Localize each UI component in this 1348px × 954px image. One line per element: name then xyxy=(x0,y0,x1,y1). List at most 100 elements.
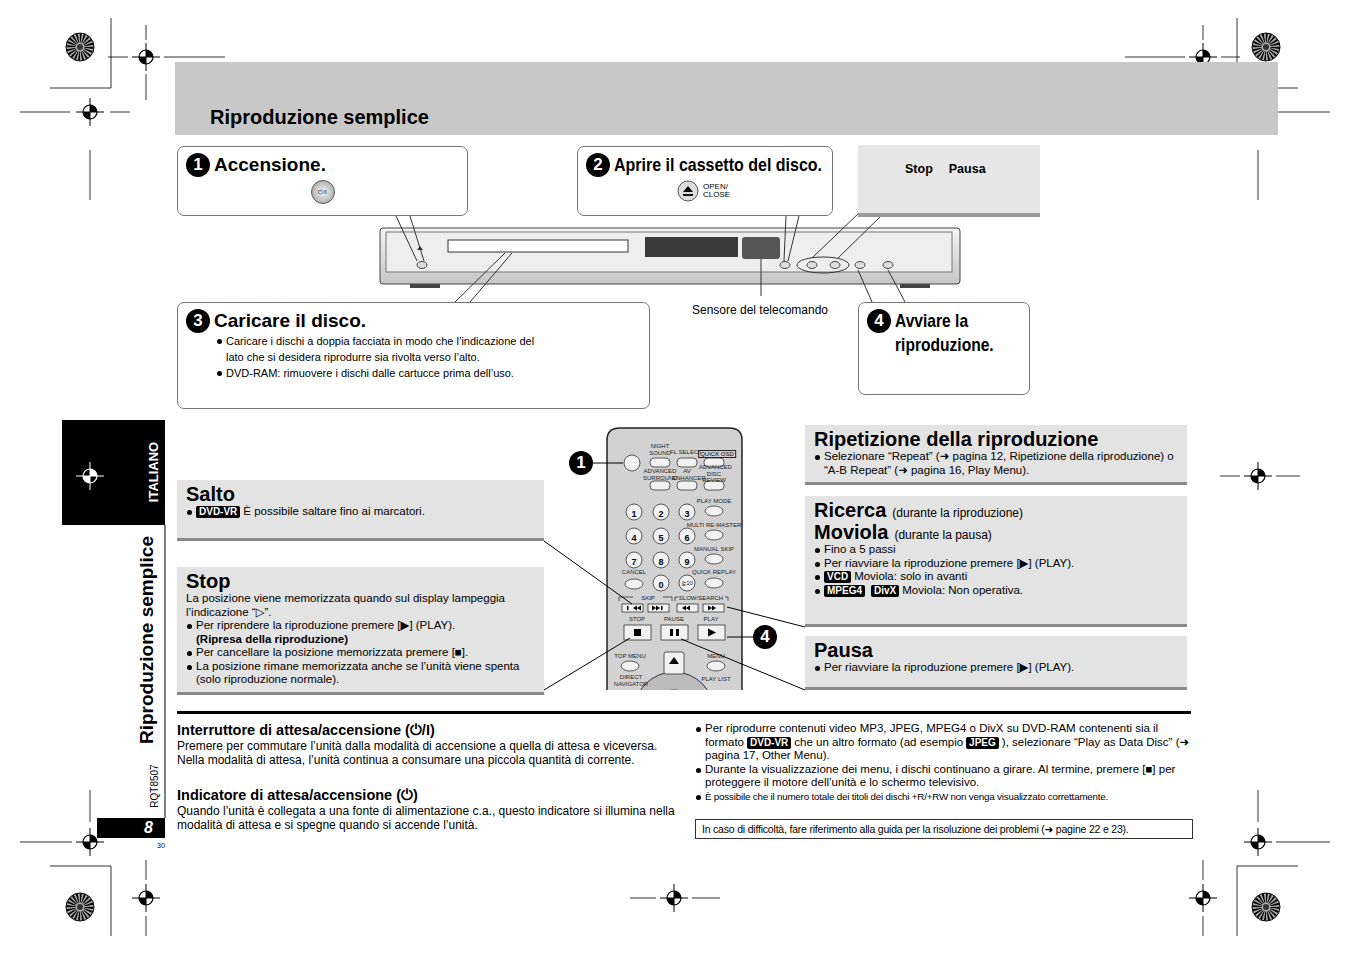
illustration-rect xyxy=(703,604,724,612)
remote-key-label: CANCEL xyxy=(622,569,646,575)
illustration-path xyxy=(20,842,1330,843)
text-line: MPEG4DivXMoviola: Non operativa. xyxy=(814,584,1179,598)
illustration-use xyxy=(132,884,160,912)
body-text: È possibile saltare fino ai marcatori. xyxy=(243,505,425,517)
illustration-circle xyxy=(679,528,695,544)
illustration-rect xyxy=(676,629,679,636)
info-panel: Ricerca(durante la riproduzione)Moviola(… xyxy=(805,496,1187,627)
text-line: Indicatore di attesa/accensione (⏻) xyxy=(177,787,682,804)
note-text: Quando l’unità è collegata a una fonte d… xyxy=(177,804,675,832)
text-line: Riproduzione semplice xyxy=(210,106,429,129)
text-line: STOP xyxy=(629,616,645,623)
section-heading: Pausa xyxy=(814,639,873,661)
text-line: DIRECT NAVIGATOR xyxy=(613,674,649,687)
text-line: 2 xyxy=(658,503,663,521)
text-line: 1 xyxy=(569,451,593,475)
illustration-ellipse xyxy=(797,257,849,273)
step-box: 3Caricare il disco.Caricare i dischi a d… xyxy=(177,302,650,409)
illustration-g xyxy=(20,18,1330,936)
illustration-path xyxy=(90,150,1258,822)
illustration-path xyxy=(812,212,880,258)
illustration-path xyxy=(1237,866,1298,936)
label-holder: DIRECT NAVIGATOR xyxy=(613,674,649,687)
illustration-circle xyxy=(626,528,642,544)
illustration-use xyxy=(660,884,688,912)
callout-number: 4 xyxy=(753,625,777,649)
illustration-rect xyxy=(648,604,669,612)
page-number: 8 xyxy=(144,819,153,836)
bullet-text: Caricare i dischi a doppia facciata in m… xyxy=(226,335,534,363)
illustration-rect xyxy=(448,240,628,252)
step-heading: Aprire il cassetto del disco. xyxy=(614,153,822,177)
label-holder: TOP MENU xyxy=(614,653,645,660)
illustration-circle xyxy=(653,552,669,568)
illustration-use xyxy=(66,893,94,921)
remote-key-label: SKIP xyxy=(641,595,655,601)
remote-key-label: PLAY MODE xyxy=(697,498,731,504)
illustration-path xyxy=(784,216,799,261)
remote-key-label: PAUSE xyxy=(664,616,684,622)
remote-key-label: QUICK REPLAY xyxy=(692,569,736,575)
text-line: 1 xyxy=(631,503,636,521)
illustration-rect xyxy=(177,711,1191,714)
info-panel: Ripetizione della riproduzioneSelezionar… xyxy=(805,425,1187,485)
text-line: PLAY MODE xyxy=(697,498,731,505)
label-holder: Per riprodurre contenuti video MP3, JPEG… xyxy=(695,722,1193,803)
text-line: 1Accensione. xyxy=(186,153,459,177)
remote-key-label: 7 xyxy=(631,557,636,567)
bold-note: (Ripresa della riproduzione) xyxy=(196,633,348,645)
illustration-g xyxy=(607,428,742,690)
text-line: QUICK REPLAY xyxy=(692,569,736,576)
button-caption: Stop xyxy=(905,162,933,176)
label-holder: AV ENHANCER xyxy=(672,468,702,481)
label-holder: 4 xyxy=(753,625,777,649)
text-line: PLAY LIST xyxy=(701,676,730,683)
bullet-text: Per riavviare la riproduzione premere [▶… xyxy=(824,661,1074,673)
illustration-circle xyxy=(679,552,695,568)
note-frame: In caso di difficoltà, fare riferimento … xyxy=(695,819,1193,839)
label-holder: 4 xyxy=(631,527,636,545)
page-title: Riproduzione semplice xyxy=(210,106,429,128)
text-line: Per cancellare la posizione memorizzata … xyxy=(186,646,536,660)
remote-key-label: 3 xyxy=(684,509,689,519)
step-box: 1Accensione.⏻/I xyxy=(177,146,468,216)
text-line: CANCEL xyxy=(622,569,646,576)
illustration-rect xyxy=(698,625,725,640)
section-heading: Moviola xyxy=(814,521,888,543)
illustration-ellipse xyxy=(830,262,840,269)
text-line: 9 xyxy=(684,551,689,569)
text-line: Moviola(durante la pausa) xyxy=(814,521,1179,543)
text-line: 7 xyxy=(631,551,636,569)
body-text: Moviola: Non operativa. xyxy=(902,584,1023,596)
body-text: Moviola: solo in avanti xyxy=(854,570,967,582)
text-line: Pausa xyxy=(814,639,1179,661)
label-holder: MANUAL SKIP xyxy=(694,546,734,553)
text-line: Selezionare “Repeat” (➜ pagina 12, Ripet… xyxy=(814,450,1179,477)
text-line: 8 xyxy=(658,551,663,569)
sub-heading: (durante la riproduzione) xyxy=(892,506,1023,520)
callout-number: 1 xyxy=(569,451,593,475)
text-line: Durante la visualizzazione dei menu, i d… xyxy=(695,763,1193,790)
remote-key-label: TOP MENU xyxy=(614,653,645,659)
remote-key-label: STOP xyxy=(629,616,645,622)
format-badge: VCD xyxy=(824,571,851,583)
illustration-path xyxy=(544,541,632,604)
label-holder: Interruttore di attesa/accensione (⏻/I) xyxy=(177,722,682,739)
illustration-path xyxy=(708,606,716,611)
illustration-circle xyxy=(653,528,669,544)
text-line: 2Aprire il cassetto del disco. xyxy=(586,153,824,177)
step-number: 2 xyxy=(586,153,610,177)
note-text: Premere per commutare l’unità dalla moda… xyxy=(177,739,657,767)
text-line: 3Caricare il disco. xyxy=(186,309,537,333)
label-holder: 30 xyxy=(157,834,165,852)
illustration-ellipse xyxy=(807,262,817,269)
label-holder: 6 xyxy=(684,527,689,545)
illustration-ellipse xyxy=(855,262,865,269)
illustration-path xyxy=(627,606,641,611)
text-line: ≧10 xyxy=(681,580,693,587)
section-heading: Ripetizione della riproduzione xyxy=(814,428,1098,450)
illustration-rect xyxy=(175,62,1278,135)
text-line: TOP MENU xyxy=(614,653,645,660)
illustration-g xyxy=(544,463,805,690)
